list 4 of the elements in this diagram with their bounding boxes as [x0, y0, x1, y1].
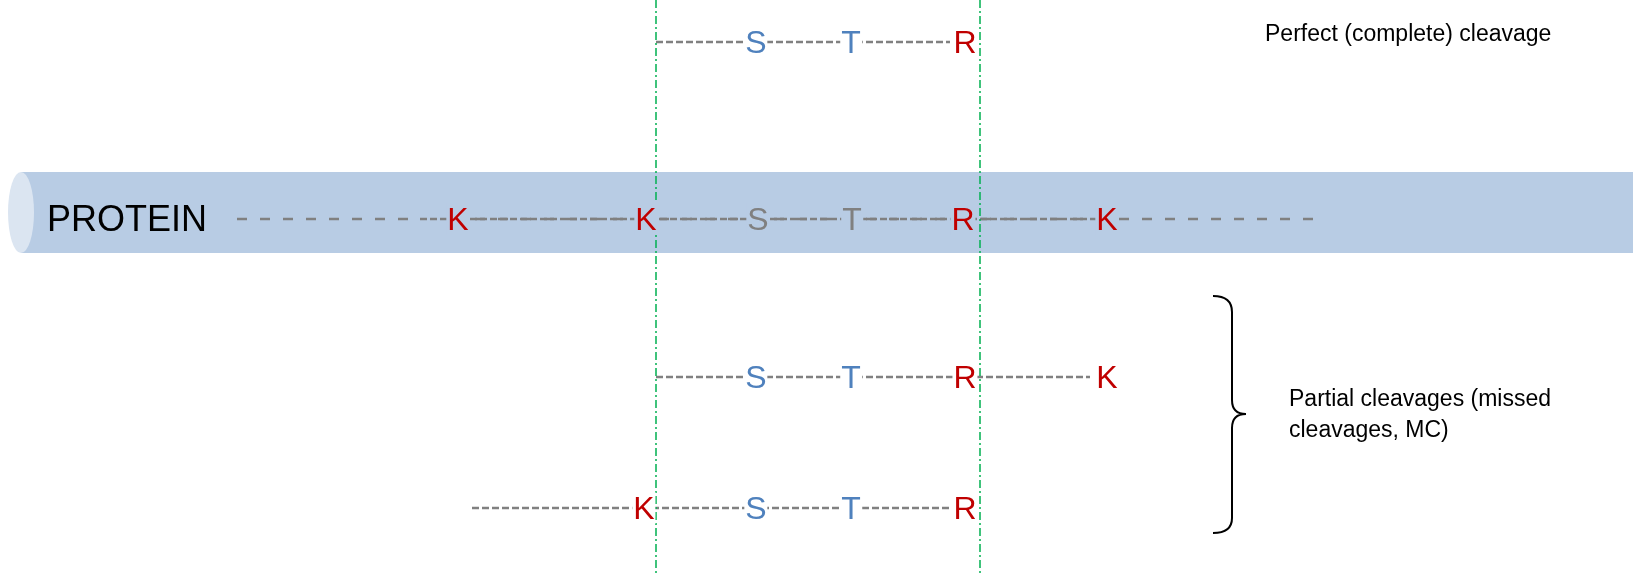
amino-acid-letter: K	[634, 203, 658, 235]
amino-acid-letter: K	[632, 492, 656, 524]
annotation-text: Partial cleavages (missed cleavages, MC)	[1289, 383, 1553, 444]
annotation-text: Perfect (complete) cleavage	[1265, 21, 1552, 45]
